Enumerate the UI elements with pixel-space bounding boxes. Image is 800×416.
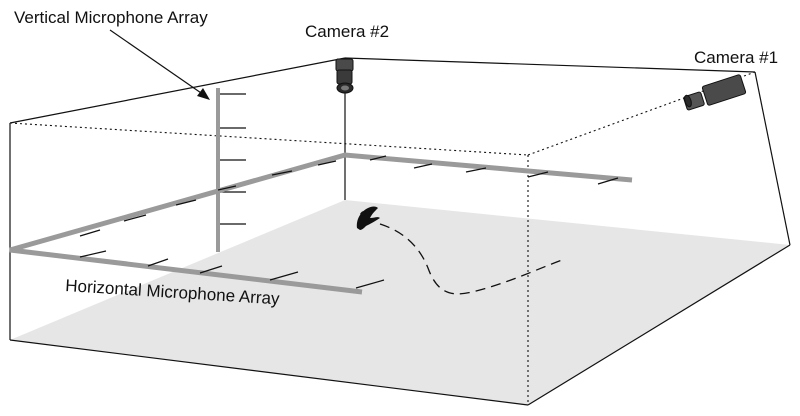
camera-2-label: Camera #2 bbox=[305, 22, 390, 41]
floor bbox=[10, 200, 790, 405]
bat-flight-path bbox=[379, 223, 563, 295]
horizontal-microphone-array bbox=[9, 152, 633, 295]
vertical-microphone-array-label: Vertical Microphone Array bbox=[14, 8, 208, 27]
camera-2-icon bbox=[335, 58, 354, 94]
vertical-array-pointer bbox=[109, 29, 210, 100]
room-edges bbox=[9, 57, 791, 406]
camera-1-label: Camera #1 bbox=[694, 48, 779, 67]
bat-icon bbox=[356, 206, 380, 230]
vertical-microphone-array bbox=[216, 88, 246, 252]
camera-1-icon bbox=[683, 74, 747, 111]
